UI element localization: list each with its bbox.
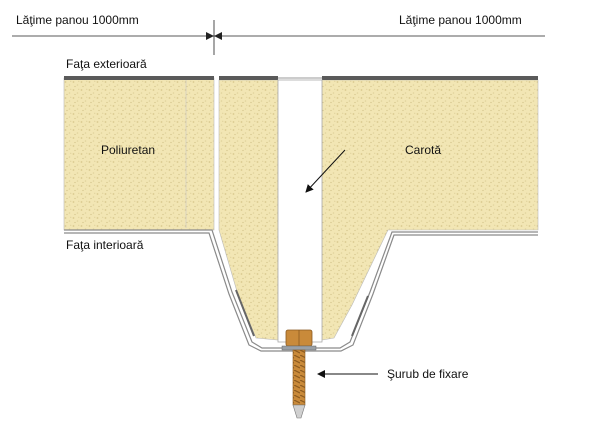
right-panel bbox=[218, 76, 539, 341]
carota-label: Carotă bbox=[405, 143, 442, 157]
right-outer-sheet-b bbox=[322, 76, 538, 80]
screw bbox=[281, 329, 317, 419]
left-outer-sheet bbox=[64, 76, 214, 80]
carota-channel bbox=[277, 79, 323, 343]
right-outer-sheet-a bbox=[219, 76, 278, 80]
width-label-right: Lăţime panou 1000mm bbox=[399, 13, 522, 27]
core-label: Poliuretan bbox=[101, 143, 156, 157]
carota-arrow bbox=[305, 149, 346, 193]
width-label-left: Lăţime panou 1000mm bbox=[16, 13, 139, 27]
outer-face-label: Faţa exterioară bbox=[66, 57, 147, 71]
screw-washer bbox=[281, 345, 317, 351]
screw-label: Şurub de fixare bbox=[387, 367, 469, 381]
dimension-line bbox=[12, 20, 545, 55]
inner-face-label: Faţa interioară bbox=[66, 238, 144, 252]
left-panel bbox=[63, 76, 215, 231]
